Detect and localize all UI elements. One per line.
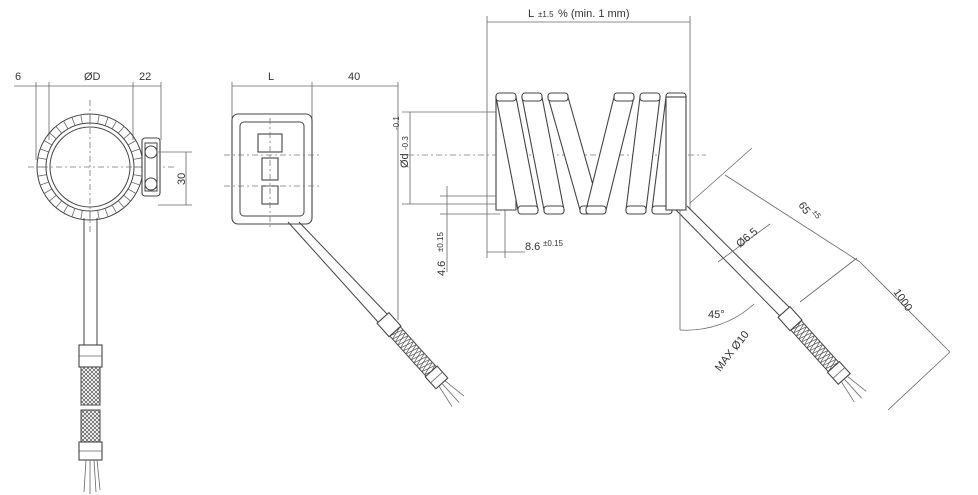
dim-height-label: 30 <box>176 173 188 185</box>
profile-dim-inner-tol-b: -0.3 <box>401 136 410 150</box>
dim-diameter-label: ØD <box>84 71 101 83</box>
profile-dim-thickness-label: 4.6 <box>436 261 448 276</box>
front-view: 6 ØD 22 30 <box>14 71 192 494</box>
profile-dim-length-label: L <box>528 8 534 20</box>
side-dim-length-label: L <box>268 71 274 83</box>
profile-dim-width-label: 8.6 <box>525 241 540 253</box>
profile-dim-length-note: % (min. 1 mm) <box>558 8 630 20</box>
profile-dim-width-tol: ±0.15 <box>543 239 564 248</box>
profile-dim-max-label: MAX Ø10 <box>713 329 752 374</box>
side-view: L 40 <box>224 71 465 407</box>
dim-left-label: 6 <box>15 71 21 83</box>
profile-dim-cable-dia-label: Ø6.5 <box>734 226 760 251</box>
dim-clamp-label: 22 <box>139 71 151 83</box>
profile-dim-inner-tol-a: -0.1 <box>392 116 401 130</box>
profile-dim-thickness-tol: ±0.15 <box>436 231 445 252</box>
profile-dim-inner-label: Ød <box>399 153 411 168</box>
profile-dim-tail-label: 65 <box>796 200 813 217</box>
profile-view: L ±1.5 % (min. 1 mm) -0.1 Ød -0.3 4.6 ±0… <box>392 8 951 411</box>
profile-dim-angle-label: 45° <box>708 309 725 321</box>
profile-dim-length-tol: ±1.5 <box>538 10 554 19</box>
side-dim-offset-label: 40 <box>348 71 360 83</box>
profile-dim-cable-len-label: 1000 <box>891 287 915 314</box>
